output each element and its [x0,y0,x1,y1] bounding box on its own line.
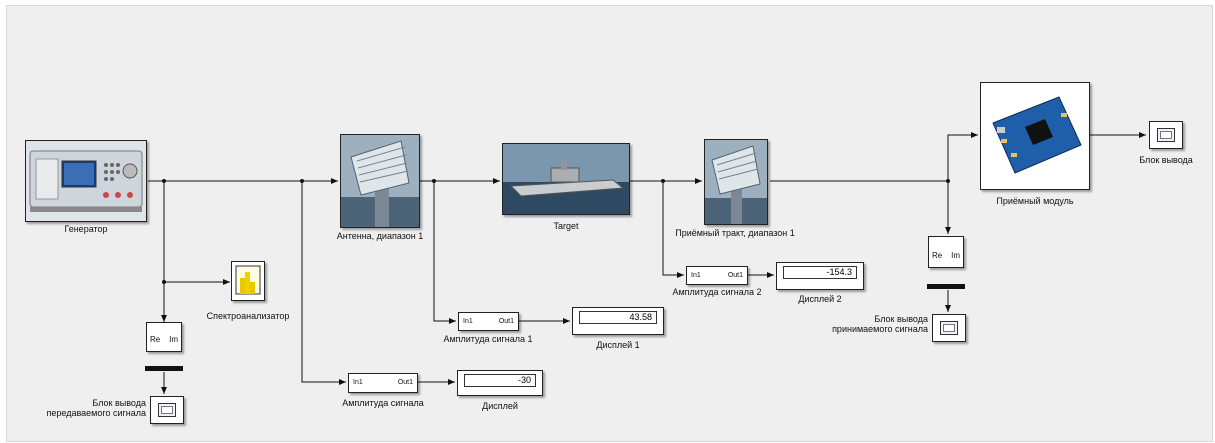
scope-icon [158,403,176,417]
display2-label: Дисплей 2 [798,294,842,304]
amp-block[interactable]: In1 Out1 [348,373,418,393]
display-block[interactable]: -30 [457,370,543,396]
out-scope-block[interactable] [1149,121,1183,149]
generator-block[interactable] [25,140,147,222]
tx-scope-label: Блок вывода передаваемого сигнала [30,398,146,418]
line-to-amp [301,181,346,385]
display-value: -30 [464,374,536,387]
tx-scope-label-line2: передаваемого сигнала [46,408,146,418]
im-port-label: Im [169,335,178,344]
display1-label: Дисплей 1 [596,340,640,350]
im-port-label: Im [951,251,960,260]
rx-scope-label-line1: Блок вывода [874,314,928,324]
amp2-block[interactable]: In1 Out1 [686,266,748,285]
tx-demux-bar [145,366,183,371]
amp2-label: Амплитуда сигнала 2 [672,287,762,297]
generator-label: Генератор [64,224,108,234]
in-port-label: In1 [463,318,473,325]
re-port-label: Re [932,251,943,260]
line-to-amp1 [433,181,456,324]
amp1-label: Амплитуда сигнала 1 [443,334,533,344]
tx-scope-label-line1: Блок вывода [92,398,146,408]
in-port-label: In1 [353,379,363,386]
display1-value: 43.58 [579,311,657,324]
rx-scope-label: Блок вывода принимаемого сигнала [810,314,928,334]
rx-demux-bar [927,284,965,289]
rx-complex-block[interactable]: Re Im [928,236,964,268]
out-port-label: Out1 [727,272,743,279]
tx-scope-block[interactable] [150,396,184,424]
fpga-board-icon [992,96,1082,174]
display2-block[interactable]: -154.3 [776,262,864,290]
target-block[interactable] [502,143,630,215]
display1-block[interactable]: 43.58 [572,307,664,335]
rx-path-label: Приёмный тракт, диапазон 1 [675,228,795,238]
antenna-label: Антенна, диапазон 1 [336,231,424,241]
antenna-block[interactable] [340,134,420,228]
rx-module-block[interactable] [980,82,1090,190]
antenna-icon [341,135,419,227]
out-scope-label: Блок вывода [1139,155,1193,165]
re-port-label: Re [150,335,161,344]
display2-value: -154.3 [783,266,857,279]
scope-icon [940,321,958,335]
rx-module-label: Приёмный модуль [996,196,1074,206]
ship-icon [503,144,629,214]
line-rx-to-module [770,132,978,182]
tx-complex-block[interactable]: Re Im [146,322,182,352]
spectrum-label: Спектроанализатор [206,311,290,321]
rx-path-block[interactable] [704,139,768,225]
in-port-label: In1 [691,272,701,279]
model-canvas [6,5,1213,442]
target-label: Target [553,221,579,231]
amp-label: Амплитуда сигнала [342,398,424,408]
amp1-block[interactable]: In1 Out1 [458,312,519,331]
line-to-amp2 [662,181,684,278]
signal-generator-icon [29,150,143,212]
out-port-label: Out1 [498,318,514,325]
display-label: Дисплей [482,401,518,411]
rx-scope-label-line2: принимаемого сигнала [832,324,928,334]
spectrum-analyzer-block[interactable] [231,261,265,301]
rx-antenna-icon [705,140,767,224]
out-port-label: Out1 [397,379,413,386]
scope-icon [1157,128,1175,142]
spectrum-icon [235,265,261,295]
rx-scope-block[interactable] [932,314,966,342]
